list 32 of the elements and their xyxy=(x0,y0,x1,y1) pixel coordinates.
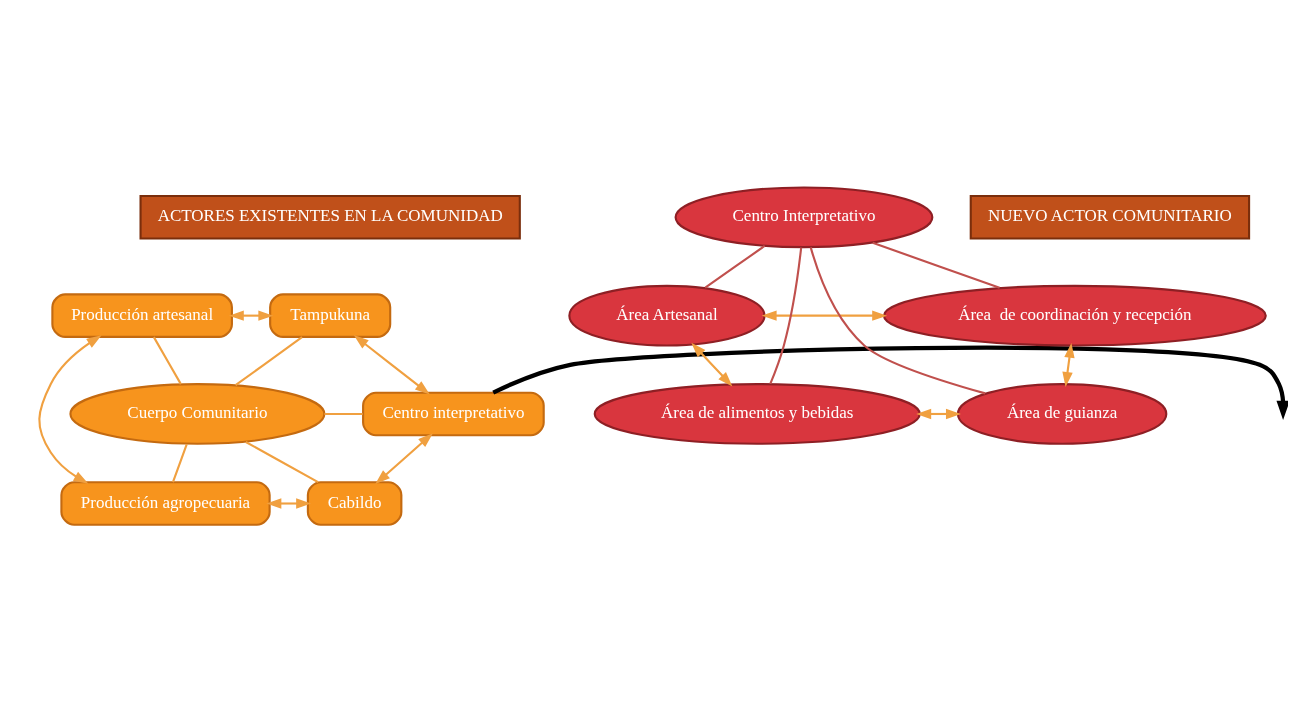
arrow xyxy=(38,334,102,484)
connector xyxy=(152,336,182,385)
node-ellipse: Cuerpo Comunitario xyxy=(69,382,326,445)
node-ellipse: Área de guianza xyxy=(956,382,1168,445)
node-box: Cabildo xyxy=(306,480,403,526)
arrow xyxy=(916,408,961,419)
node-box: NUEVO ACTOR COMUNITARIO xyxy=(969,194,1251,240)
node-ellipse: Área de alimentos y bebidas xyxy=(593,382,921,445)
connector xyxy=(872,241,1000,289)
connector xyxy=(769,246,803,384)
node-box: Producción artesanal xyxy=(51,292,233,338)
node-box: Centro interpretativo xyxy=(362,391,545,436)
node-box: ACTORES EXISTENTES EN LA COMUNIDAD xyxy=(139,194,521,240)
connector xyxy=(324,412,363,415)
node-box: Producción agropecuaria xyxy=(60,480,271,526)
arrow xyxy=(353,334,430,394)
arrow xyxy=(492,345,1288,420)
connector xyxy=(234,335,303,386)
node-ellipse: Centro Interpretativo xyxy=(674,185,934,248)
connector xyxy=(171,443,188,482)
arrow xyxy=(228,309,274,321)
node-ellipse: Área de coordinación y recepción xyxy=(882,284,1267,346)
arrow xyxy=(375,432,433,484)
arrow xyxy=(761,309,888,321)
arrow xyxy=(266,497,312,509)
node-box: Tampukuna xyxy=(269,292,392,338)
arrow xyxy=(1062,342,1075,387)
connector xyxy=(245,440,319,483)
arrow xyxy=(691,342,733,386)
node-ellipse: Área Artesanal xyxy=(568,284,766,346)
connector xyxy=(809,246,986,394)
connector xyxy=(704,244,766,289)
